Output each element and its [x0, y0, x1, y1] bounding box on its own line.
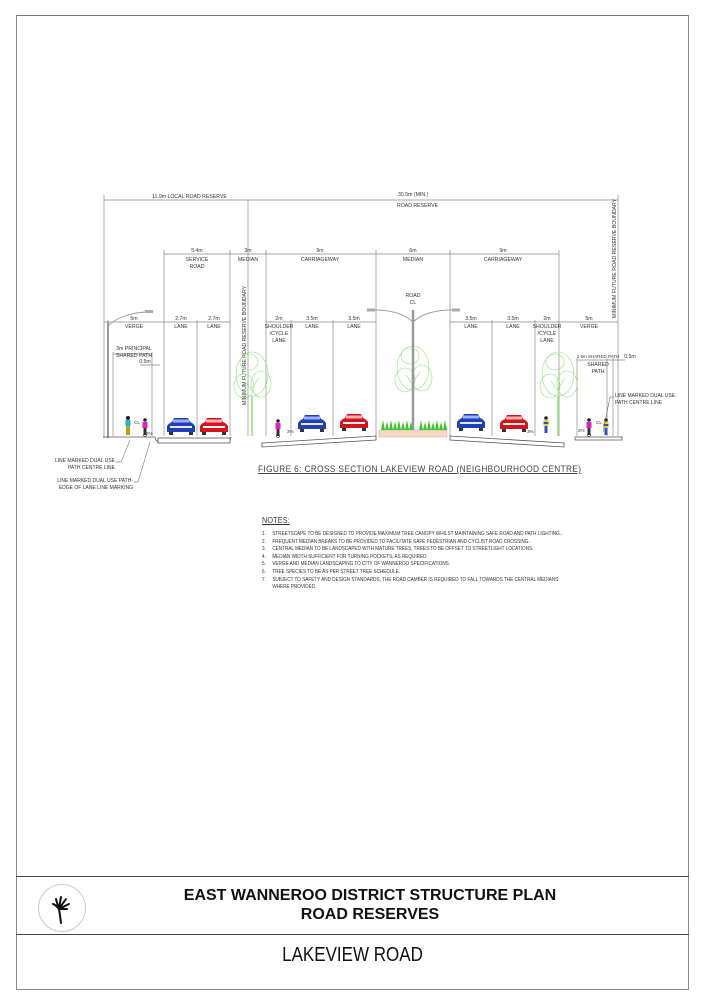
svg-text:0.5m: 0.5m [624, 354, 636, 360]
dim-road-reserve-label: ROAD RESERVE [397, 203, 439, 209]
boundary-label-left: MINIMUM FUTURE ROAD RESERVE BOUNDARY [242, 285, 248, 405]
svg-text:PATH CENTRE LINE: PATH CENTRE LINE [68, 465, 116, 471]
dim-left-median-label: MEDIAN [238, 257, 258, 263]
svg-text:SHARED: SHARED [587, 362, 609, 368]
svg-text:LANE: LANE [305, 324, 319, 330]
svg-text:CL: CL [596, 420, 602, 425]
svg-text:2m: 2m [543, 316, 550, 322]
svg-text:LINE MARKED DUAL USE: LINE MARKED DUAL USE [615, 393, 676, 399]
svg-text:SHOULDER: SHOULDER [265, 324, 294, 330]
dim-service-road-width: 5.4m [191, 248, 203, 254]
dim-local-road-reserve: 11.9m LOCAL ROAD RESERVE [152, 194, 227, 200]
svg-text:LANE: LANE [506, 324, 520, 330]
svg-text:LINE MARKED DUAL USE: LINE MARKED DUAL USE [55, 458, 116, 464]
svg-text:3.5m: 3.5m [465, 316, 477, 322]
svg-text:LANE: LANE [347, 324, 361, 330]
title-line-2: ROAD RESERVES [300, 906, 440, 923]
dim-central-median-label: MEDIAN [403, 257, 423, 263]
kangaroo-paw-icon [52, 896, 70, 924]
svg-text:2%: 2% [146, 431, 153, 436]
svg-text:2%: 2% [578, 428, 585, 433]
svg-text:LANE: LANE [272, 338, 286, 344]
dim-carriageway-right-width: 9m [499, 248, 506, 254]
svg-text:3.5m: 3.5m [306, 316, 318, 322]
svg-text:3%: 3% [527, 429, 534, 434]
notes-section: NOTES: 1.STREETSCAPE TO BE DESIGNED TO P… [262, 515, 582, 592]
svg-text:VERGE: VERGE [580, 324, 599, 330]
dim-service-road-label: SERVICE [186, 257, 209, 263]
city-logo [38, 884, 86, 932]
dim-central-median-width: 6m [409, 248, 416, 254]
note-item: 4.MEDIAN WIDTH SUFFICIENT FOR TURNING PO… [262, 553, 427, 560]
svg-text:ROAD: ROAD [190, 264, 205, 270]
svg-text:LANE: LANE [174, 324, 188, 330]
svg-text:5m: 5m [130, 316, 137, 322]
svg-text:/CYCLE: /CYCLE [538, 331, 557, 337]
svg-text:LANE: LANE [464, 324, 478, 330]
title-block-divider-top [16, 876, 689, 877]
svg-text:2m: 2m [275, 316, 282, 322]
svg-text:2.7m: 2.7m [208, 316, 220, 322]
svg-text:5m: 5m [585, 316, 592, 322]
note-item: 3.CENTRAL MEDIAN TO BE LANDSCAPED WITH M… [262, 546, 534, 553]
svg-text:CL: CL [410, 300, 417, 306]
title-line-1: EAST WANNEROO DISTRICT STRUCTURE PLAN [183, 887, 557, 904]
svg-text:/CYCLE: /CYCLE [270, 331, 289, 337]
svg-text:3.5m: 3.5m [507, 316, 519, 322]
boundary-label-right: MINIMUM FUTURE ROAD RESERVE BOUNDARY [612, 198, 618, 318]
svg-text:EDGE OF LANE LINE MARKING: EDGE OF LANE LINE MARKING [59, 485, 133, 491]
road-cl-label: ROAD [406, 293, 421, 299]
dim-road-reserve-width: 30.5m (MIN.) [398, 192, 429, 198]
svg-text:LANE: LANE [540, 338, 554, 344]
svg-text:VERGE: VERGE [125, 324, 144, 330]
svg-text:3%: 3% [287, 429, 294, 434]
svg-text:LANE: LANE [207, 324, 221, 330]
dim-carriageway-left-width: 9m [316, 248, 323, 254]
dim-carriageway-left-label: CARRIAGEWAY [301, 257, 340, 263]
svg-text:2.5m SHARED PATH: 2.5m SHARED PATH [577, 354, 620, 359]
svg-text:3.5m: 3.5m [348, 316, 360, 322]
svg-text:2.7m: 2.7m [175, 316, 187, 322]
title-block-title: EAST WANNEROO DISTRICT STRUCTURE PLAN RO… [100, 886, 640, 924]
dim-left-median-width: 3m [244, 248, 251, 254]
notes-title: NOTES: [262, 515, 290, 525]
svg-text:0.5m: 0.5m [139, 359, 151, 365]
notes-list: 1.STREETSCAPE TO BE DESIGNED TO PROVIDE … [262, 531, 582, 592]
svg-text:CL: CL [134, 420, 140, 425]
note-item: 6.TREE SPECIES TO BE AS PER STREET TREE … [262, 568, 401, 575]
title-block-subtitle: LAKEVIEW ROAD [282, 944, 423, 966]
note-item: 5.VERGE AND MEDIAN LANDSCAPING TO CITY O… [262, 561, 451, 568]
svg-text:LINE MARKED DUAL USE PATH-: LINE MARKED DUAL USE PATH- [57, 478, 133, 484]
note-item: 1.STREETSCAPE TO BE DESIGNED TO PROVIDE … [262, 531, 563, 537]
note-item: 2.FREQUENT MEDIAN BREAKS TO BE PROVIDED … [262, 538, 530, 545]
svg-text:SHARED PATH: SHARED PATH [116, 353, 152, 359]
dim-carriageway-right-label: CARRIAGEWAY [484, 257, 523, 263]
note-item: 7.SUBJECT TO SAFETY AND DESIGN STANDARDS… [262, 576, 559, 591]
figure-caption: FIGURE 6: CROSS SECTION LAKEVIEW ROAD (N… [258, 464, 582, 474]
title-block-divider-bottom [16, 934, 689, 935]
svg-text:PATH: PATH [591, 369, 604, 375]
svg-text:PATH CENTRE LINE: PATH CENTRE LINE [615, 400, 663, 406]
svg-text:3m PRINCIPAL: 3m PRINCIPAL [116, 346, 152, 352]
page-frame [16, 15, 689, 990]
svg-text:SHOULDER: SHOULDER [533, 324, 562, 330]
